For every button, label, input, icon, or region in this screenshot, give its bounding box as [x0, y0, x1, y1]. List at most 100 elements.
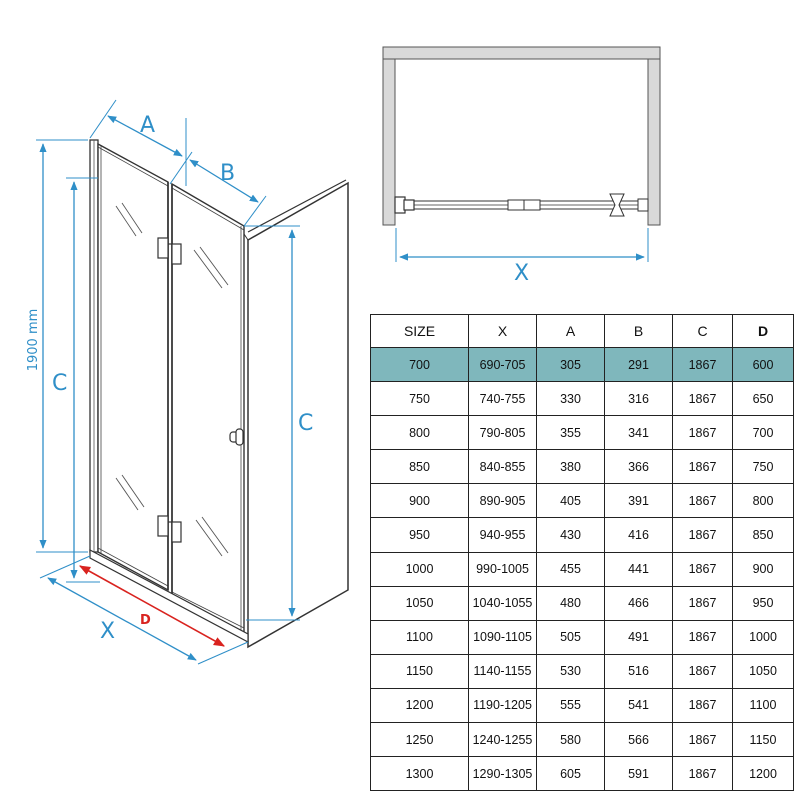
c-left-label: C [52, 371, 67, 396]
end-profile-top-icon [637, 198, 649, 212]
table-cell: 600 [732, 346, 794, 383]
table-cell: 291 [604, 346, 673, 383]
x-top-label: X [514, 261, 529, 286]
table-cell: 1050 [370, 585, 469, 621]
table-cell: 416 [604, 517, 673, 553]
table-cell: 940-955 [468, 517, 537, 553]
table-cell: 1090-1105 [468, 619, 537, 655]
a-dimension: A [89, 99, 187, 186]
handle-top-view-icon [609, 193, 625, 217]
table-cell: 1867 [672, 687, 733, 724]
table-cell: 1200 [370, 687, 469, 724]
table-cell: 480 [536, 585, 605, 621]
table-cell: 1290-1305 [468, 756, 537, 792]
table-cell: 900 [370, 483, 469, 519]
side-wall-panel [243, 179, 349, 649]
height-label: 1900 mm [26, 309, 41, 372]
d-dimension: D [79, 565, 225, 647]
table-cell: 441 [604, 551, 673, 587]
table-cell: 541 [604, 687, 673, 724]
table-cell: 850 [370, 449, 469, 485]
table-cell: 1100 [370, 619, 469, 655]
table-cell: 800 [732, 483, 794, 519]
table-cell: 605 [536, 756, 605, 792]
column-header: X [468, 314, 537, 348]
table-cell: 1867 [672, 585, 733, 621]
c-left-dimension: C [52, 177, 100, 583]
table-cell: 355 [536, 415, 605, 451]
table-cell: 1050 [732, 653, 794, 689]
table-cell: 1150 [732, 722, 794, 758]
table-cell: 1040-1055 [468, 585, 537, 621]
table-cell: 1867 [672, 619, 733, 655]
table-cell: 1300 [370, 756, 469, 792]
table-cell: 790-805 [468, 415, 537, 451]
table-cell: 316 [604, 381, 673, 417]
table-cell: 800 [370, 415, 469, 451]
table-cell: 690-705 [468, 346, 537, 383]
table-cell: 950 [370, 517, 469, 553]
table-cell: 1867 [672, 653, 733, 689]
c-right-dimension: C [244, 225, 313, 621]
table-cell: 840-855 [468, 449, 537, 485]
table-cell: 750 [732, 449, 794, 485]
table-cell: 1867 [672, 483, 733, 519]
table-cell: 1140-1155 [468, 653, 537, 689]
table-cell: 305 [536, 346, 605, 383]
table-cell: 380 [536, 449, 605, 485]
column-header: D [732, 314, 794, 348]
table-cell: 366 [604, 449, 673, 485]
table-cell: 391 [604, 483, 673, 519]
table-cell: 580 [536, 722, 605, 758]
table-cell: 1000 [370, 551, 469, 587]
table-cell: 1867 [672, 517, 733, 553]
door-handle-icon [229, 428, 244, 446]
table-cell: 466 [604, 585, 673, 621]
table-cell: 491 [604, 619, 673, 655]
d-label: D [140, 613, 151, 628]
column-header: C [672, 314, 733, 348]
table-cell: 516 [604, 653, 673, 689]
b-dimension: B [169, 151, 267, 227]
b-label: B [220, 161, 235, 186]
door-panel-right [171, 182, 245, 634]
table-cell: 1150 [370, 653, 469, 689]
table-cell: 750 [370, 381, 469, 417]
table-cell: 455 [536, 551, 605, 587]
table-cell: 1867 [672, 756, 733, 792]
hinge-top-icon [157, 237, 182, 265]
table-cell: 555 [536, 687, 605, 724]
table-cell: 1240-1255 [468, 722, 537, 758]
table-cell: 1190-1205 [468, 687, 537, 724]
top-view: X [382, 46, 661, 286]
table-cell: 650 [732, 381, 794, 417]
table-cell: 1867 [672, 415, 733, 451]
table-cell: 1200 [732, 756, 794, 792]
wall-profile [89, 139, 99, 553]
table-cell: 1250 [370, 722, 469, 758]
table-cell: 330 [536, 381, 605, 417]
hinge-top-view-icon [507, 199, 541, 211]
table-cell: 890-905 [468, 483, 537, 519]
table-cell: 405 [536, 483, 605, 519]
table-cell: 1867 [672, 722, 733, 758]
table-cell: 1867 [672, 346, 733, 383]
table-cell: 591 [604, 756, 673, 792]
hinge-bottom-icon [157, 515, 182, 543]
table-cell: 740-755 [468, 381, 537, 417]
table-cell: 700 [370, 346, 469, 383]
height-dimension: 1900 mm [26, 139, 88, 553]
table-cell: 900 [732, 551, 794, 587]
